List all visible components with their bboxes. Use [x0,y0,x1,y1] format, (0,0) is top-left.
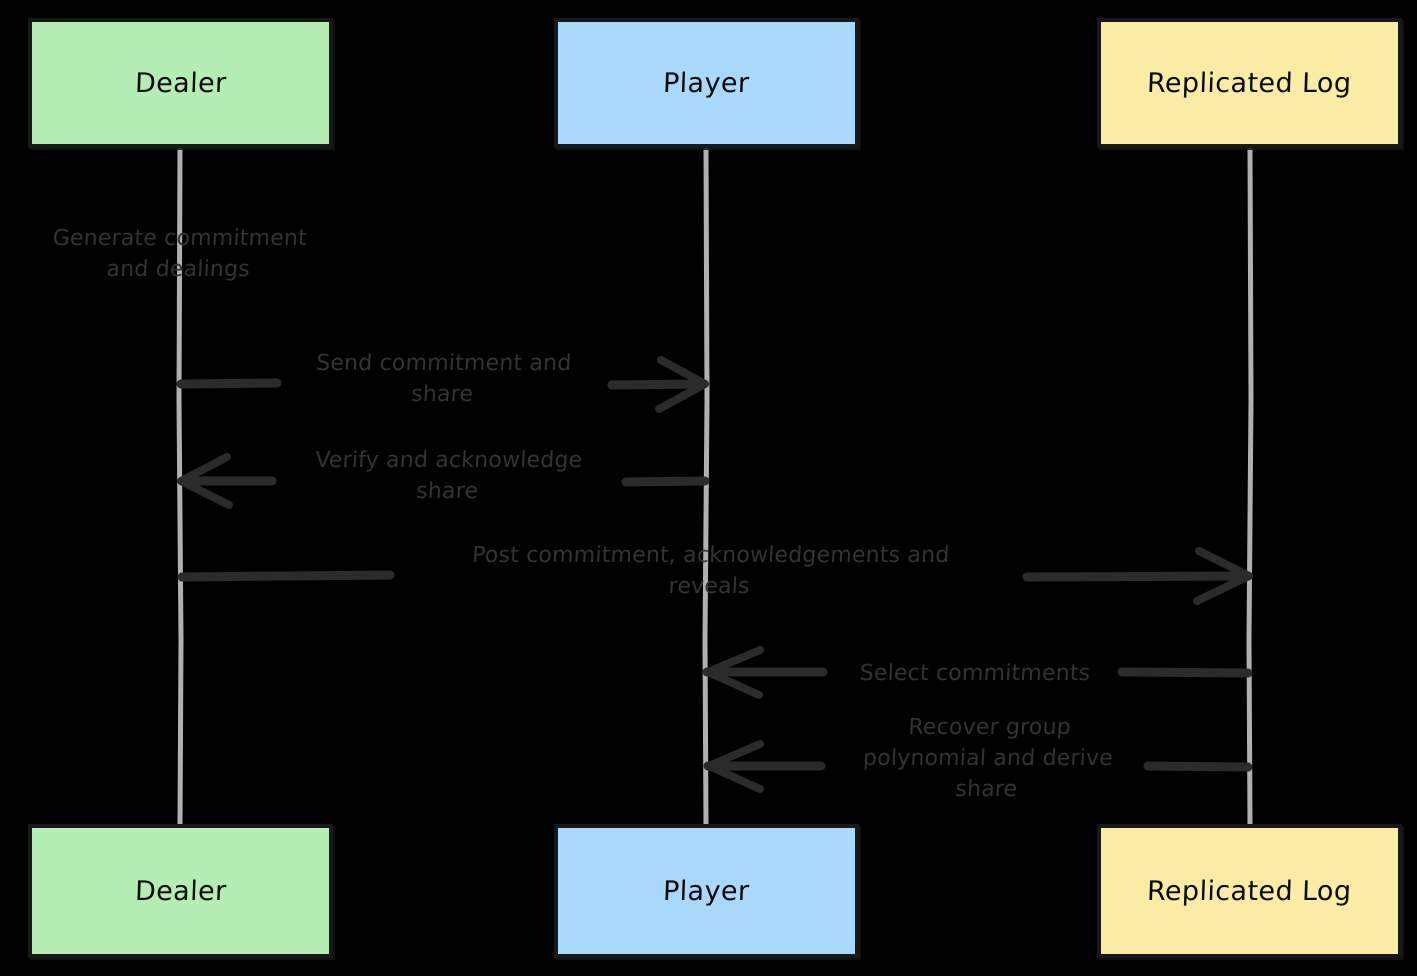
note-label-generate-commitment: Generate commitment and dealings [12,223,345,285]
message-arrows [176,356,1253,793]
actor-label-player-top: Player [662,67,751,99]
actor-label-player-bottom: Player [662,875,751,907]
actor-box-dealer-top[interactable]: Dealer [28,18,333,148]
arrow-replicated-log-to-player-recover [703,740,1253,793]
lifeline-player [702,145,710,829]
lifelines [176,145,1254,829]
actor-label-dealer-bottom: Dealer [134,875,227,907]
arrow-player-to-dealer-verify-ack [177,453,710,509]
note-line-1: Generate commitment [52,226,308,251]
actor-box-replicated-log-top[interactable]: Replicated Log [1097,18,1402,148]
actor-label-replicated-log-top: Replicated Log [1146,67,1353,99]
arrow-dealer-to-replicated-log-post [177,547,1253,605]
lifeline-dealer [176,145,184,829]
lifeline-replicated-log [1246,145,1254,829]
note-line-2: and dealings [105,257,251,283]
actor-box-player-bottom[interactable]: Player [554,824,859,958]
actor-box-dealer-bottom[interactable]: Dealer [28,824,333,958]
actor-box-replicated-log-bottom[interactable]: Replicated Log [1097,824,1402,958]
arrow-dealer-to-player-send-commitment [176,356,709,413]
actor-label-replicated-log-bottom: Replicated Log [1146,875,1353,907]
actor-box-player-top[interactable]: Player [554,18,859,148]
actor-label-dealer-top: Dealer [134,67,227,99]
arrow-replicated-log-to-player-select [702,646,1253,699]
